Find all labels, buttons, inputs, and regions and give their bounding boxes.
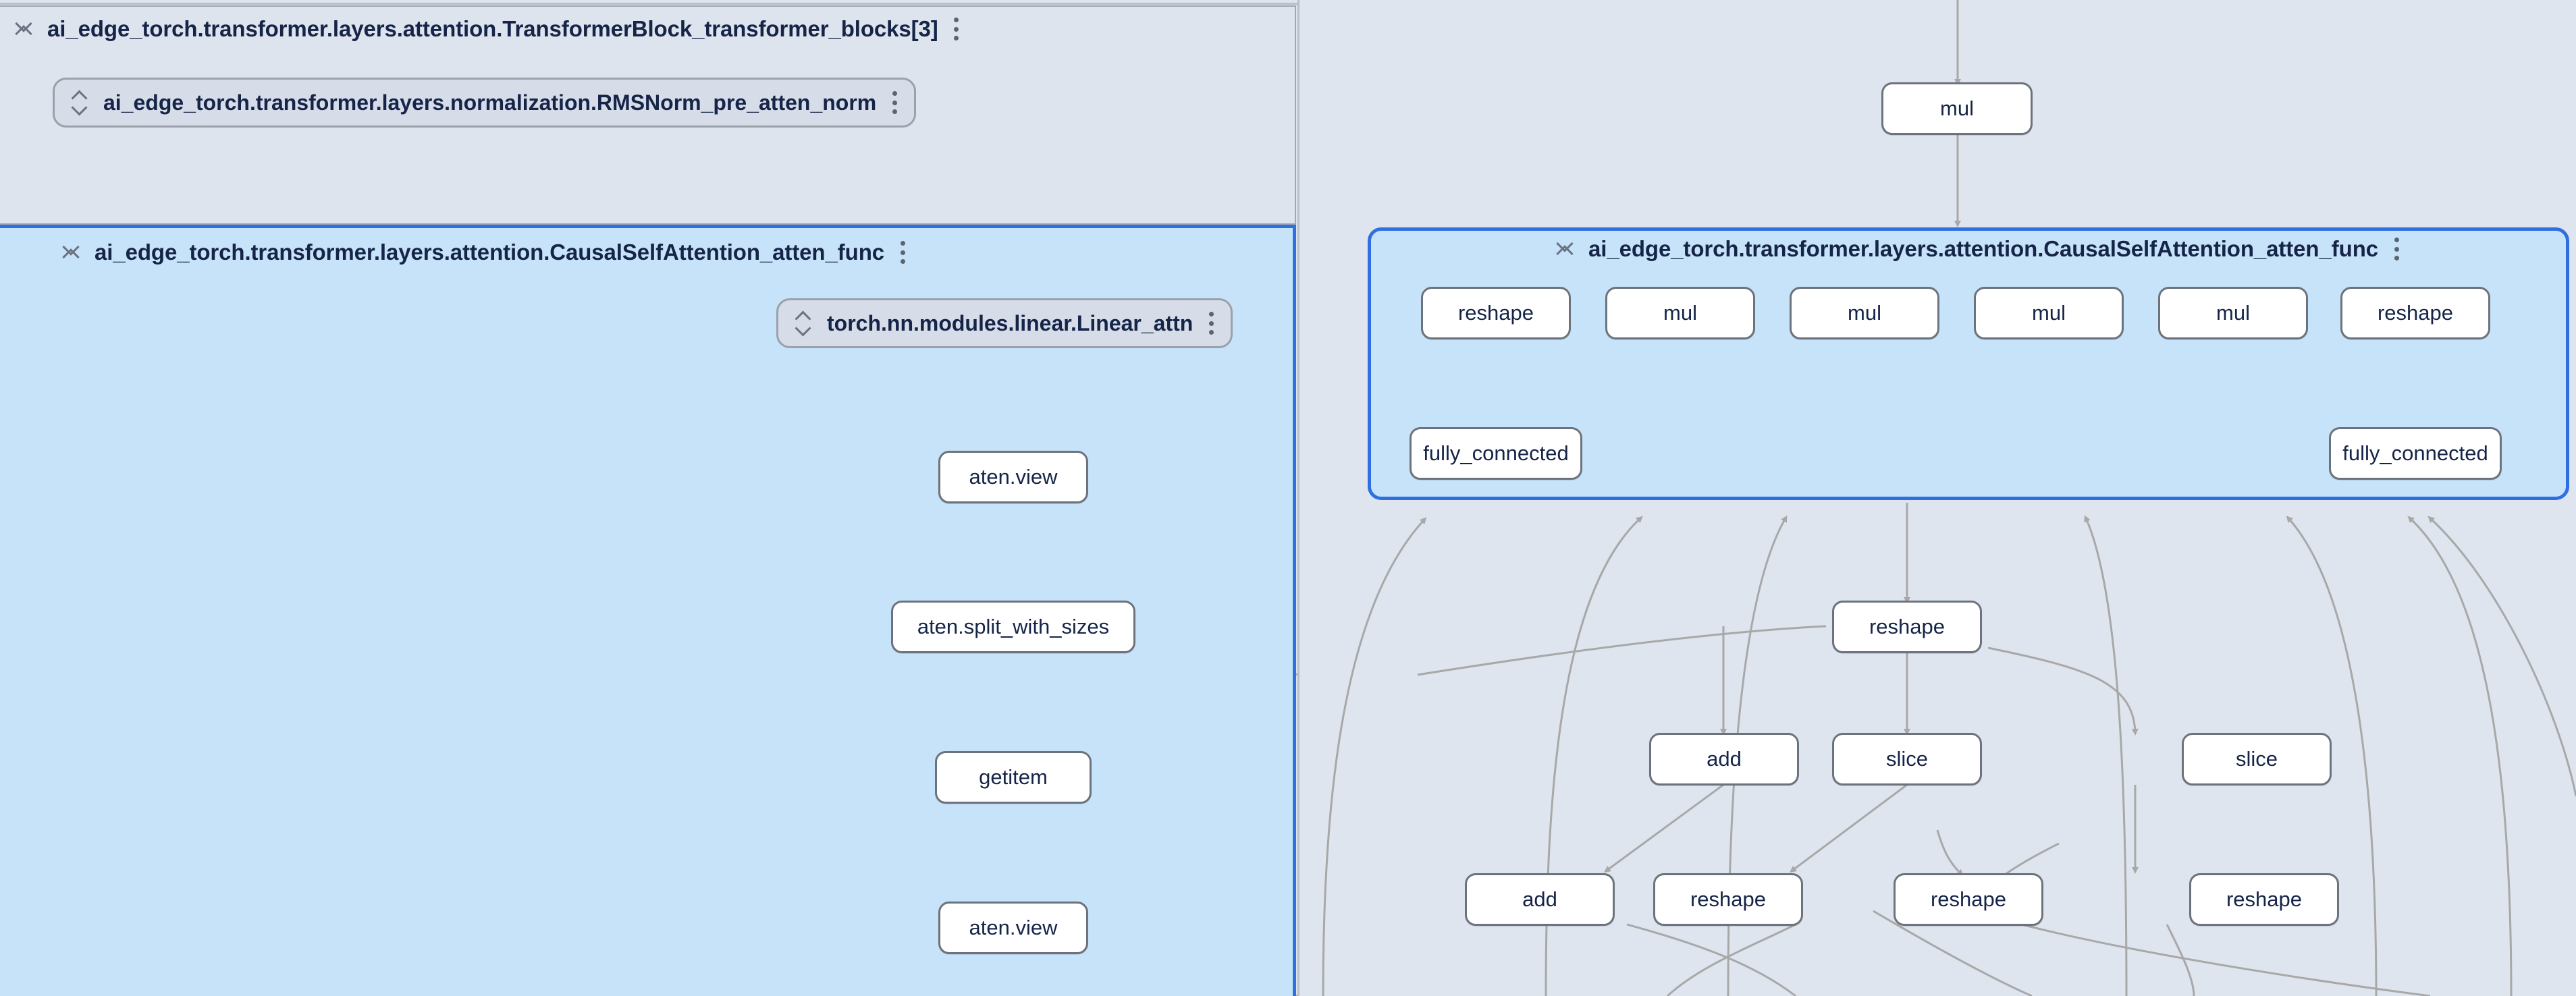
node-mul-top[interactable]: mul [1881, 82, 2033, 135]
group-title-causal-self-attention-left: ai_edge_torch.transformer.layers.attenti… [95, 240, 885, 265]
node-add-1[interactable]: add [1649, 733, 1799, 785]
node-label: mul [1848, 301, 1881, 325]
node-reshape-5[interactable]: reshape [1894, 873, 2043, 926]
node-label: add [1522, 887, 1557, 911]
node-label: getitem [979, 765, 1048, 789]
node-label: mul [2032, 301, 2066, 325]
node-label: fully_connected [2342, 441, 2488, 465]
collapse-chevrons-icon[interactable] [62, 241, 80, 264]
more-vertical-icon[interactable] [899, 241, 906, 264]
collapse-chevrons-icon[interactable] [1556, 238, 1574, 260]
node-mul-3[interactable]: mul [1974, 287, 2124, 339]
node-label: fully_connected [1423, 441, 1569, 465]
node-label: slice [2235, 747, 2278, 771]
node-label: mul [2216, 301, 2250, 325]
node-reshape-2[interactable]: reshape [2340, 287, 2490, 339]
node-label: aten.split_with_sizes [917, 615, 1110, 638]
node-slice-2[interactable]: slice [2182, 733, 2332, 785]
more-vertical-icon[interactable] [1208, 312, 1214, 335]
node-label: reshape [1869, 615, 1946, 638]
left-pane-top-rule [0, 3, 1299, 5]
node-reshape-3[interactable]: reshape [1832, 601, 1982, 653]
group-header-transformer-block[interactable]: ai_edge_torch.transformer.layers.attenti… [15, 16, 960, 42]
collapsed-group-label-linear-attn: torch.nn.modules.linear.Linear_attn [827, 310, 1193, 335]
expand-chevrons-icon[interactable] [795, 312, 812, 335]
node-aten-view-2[interactable]: aten.view [938, 902, 1088, 954]
group-header-causal-self-attention-left[interactable]: ai_edge_torch.transformer.layers.attenti… [62, 240, 906, 265]
node-fully-connected-2[interactable]: fully_connected [2329, 427, 2502, 480]
node-fully-connected-1[interactable]: fully_connected [1410, 427, 1582, 480]
group-header-causal-self-attention-right[interactable]: ai_edge_torch.transformer.layers.attenti… [1556, 236, 2400, 262]
collapse-chevrons-icon[interactable] [15, 18, 32, 40]
more-vertical-icon[interactable] [953, 18, 960, 40]
collapsed-group-label-rmsnorm: ai_edge_torch.transformer.layers.normali… [103, 90, 877, 115]
node-mul-4[interactable]: mul [2158, 287, 2308, 339]
node-label: mul [1663, 301, 1697, 325]
node-label: aten.view [969, 916, 1058, 939]
node-aten-split-with-sizes[interactable]: aten.split_with_sizes [891, 601, 1135, 653]
node-label: reshape [1457, 301, 1534, 325]
collapsed-group-rmsnorm-pre-atten-norm[interactable]: ai_edge_torch.transformer.layers.normali… [53, 78, 917, 128]
node-label: aten.view [969, 465, 1058, 489]
node-reshape-6[interactable]: reshape [2189, 873, 2339, 926]
node-mul-2[interactable]: mul [1790, 287, 1939, 339]
group-title-causal-self-attention-right: ai_edge_torch.transformer.layers.attenti… [1588, 236, 2379, 261]
node-reshape-1[interactable]: reshape [1421, 287, 1571, 339]
node-label: reshape [2377, 301, 2454, 325]
node-label: mul [1940, 96, 1974, 120]
expand-chevrons-icon[interactable] [71, 91, 88, 114]
more-vertical-icon[interactable] [891, 91, 898, 114]
node-aten-view-1[interactable]: aten.view [938, 451, 1088, 503]
group-title-transformer-block: ai_edge_torch.transformer.layers.attenti… [47, 16, 938, 41]
node-add-2[interactable]: add [1465, 873, 1615, 926]
collapsed-group-linear-attn[interactable]: torch.nn.modules.linear.Linear_attn [776, 298, 1233, 348]
node-getitem[interactable]: getitem [935, 751, 1092, 804]
node-reshape-4[interactable]: reshape [1653, 873, 1803, 926]
node-label: reshape [2226, 887, 2303, 911]
pane-divider[interactable] [1297, 0, 1299, 996]
more-vertical-icon[interactable] [2393, 238, 2400, 260]
node-label: add [1707, 747, 1742, 771]
node-label: reshape [1690, 887, 1767, 911]
node-label: reshape [1930, 887, 2007, 911]
node-mul-1[interactable]: mul [1605, 287, 1755, 339]
node-label: slice [1885, 747, 1928, 771]
node-slice-1[interactable]: slice [1832, 733, 1982, 785]
